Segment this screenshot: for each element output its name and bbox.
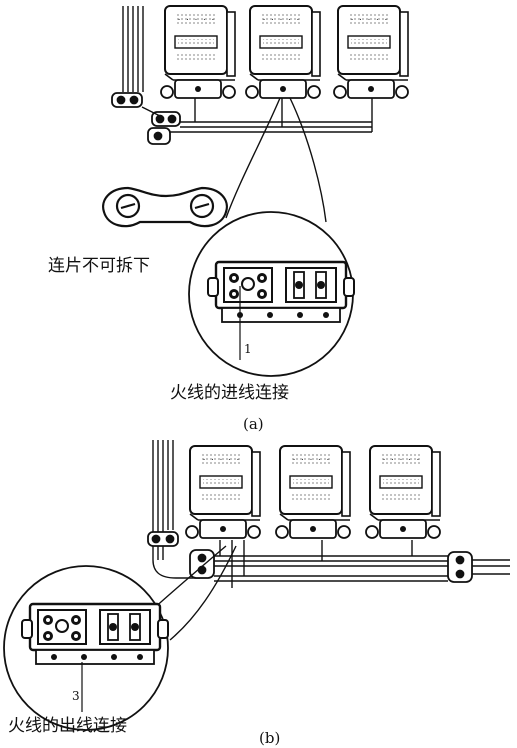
meter-a-2: [245, 5, 321, 99]
zoom-callout-lines-a: [225, 97, 327, 223]
supply-wires-a: [122, 6, 144, 92]
terminal-number-b: 3: [72, 689, 80, 703]
caption-a: (a): [243, 415, 264, 433]
meter-a-3: [333, 5, 409, 99]
label-live-outlet-connection: 火线的出线连接: [8, 716, 127, 736]
meter-a-1: [160, 5, 236, 99]
bus-wires-a: [141, 98, 373, 133]
caption-b: (b): [259, 729, 281, 747]
connectors-a: [111, 92, 181, 145]
panel-a: [102, 5, 409, 377]
meter-b-2: [275, 445, 351, 539]
connectors-b: [147, 531, 473, 583]
label-link-not-removable: 连片不可拆下: [48, 256, 150, 276]
link-piece: [102, 186, 228, 228]
terminal-block-a: [206, 260, 356, 324]
panel-b: [3, 440, 510, 731]
terminal-number-a: 1: [244, 342, 252, 356]
label-live-inlet-connection: 火线的进线连接: [170, 383, 289, 403]
meter-b-1: [185, 445, 261, 539]
terminal-block-b: [20, 602, 170, 666]
meter-b-3: [365, 445, 441, 539]
bus-wires-b: [214, 540, 510, 588]
